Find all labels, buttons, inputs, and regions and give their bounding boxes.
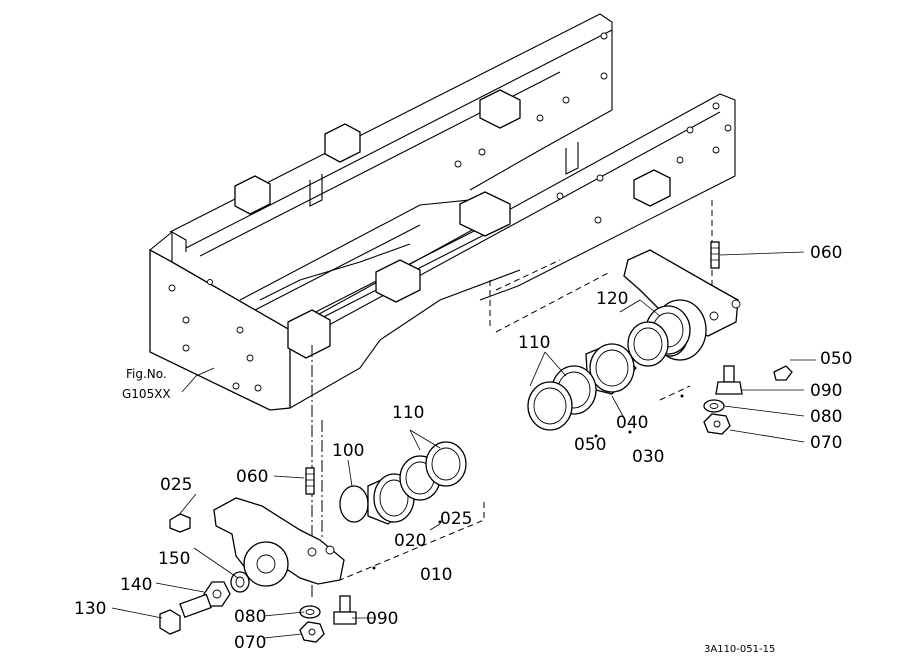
label-050-right: 050 [820, 349, 852, 369]
fig-ref-line1: Fig.No. [126, 367, 167, 381]
label-070-right: 070 [810, 433, 842, 453]
label-120: 120 [596, 289, 628, 309]
label-030: 030 [632, 447, 664, 467]
label-080-right: 080 [810, 407, 842, 427]
drawing-code: 3A110-051-15 [704, 644, 775, 655]
right-steering-bracket-assembly [489, 200, 793, 435]
label-110-left: 110 [392, 403, 424, 423]
label-150: 150 [158, 549, 190, 569]
label-100: 100 [332, 441, 364, 461]
label-060-left: 060 [236, 467, 268, 487]
label-090-right: 090 [810, 381, 842, 401]
label-140: 140 [120, 575, 152, 595]
label-090-left: 090 [366, 609, 398, 629]
label-010: 010 [420, 565, 452, 585]
label-025-mid: 025 [440, 509, 472, 529]
label-110-right: 110 [518, 333, 550, 353]
label-080-left: 080 [234, 607, 266, 627]
label-025-left: 025 [160, 475, 192, 495]
label-050-bottom: 050 [574, 435, 606, 455]
fig-ref-line2: G105XX [122, 387, 171, 401]
label-040: 040 [616, 413, 648, 433]
left-steering-bracket-assembly [159, 345, 485, 643]
tractor-frame-drawing [149, 13, 736, 411]
leader-lines [111, 251, 816, 639]
part-number-labels: Fig.No. G105XX 060 120 110 050 090 080 0… [74, 243, 852, 655]
label-070-left: 070 [234, 633, 266, 653]
label-060-right: 060 [810, 243, 842, 263]
label-020: 020 [394, 531, 426, 551]
label-130: 130 [74, 599, 106, 619]
